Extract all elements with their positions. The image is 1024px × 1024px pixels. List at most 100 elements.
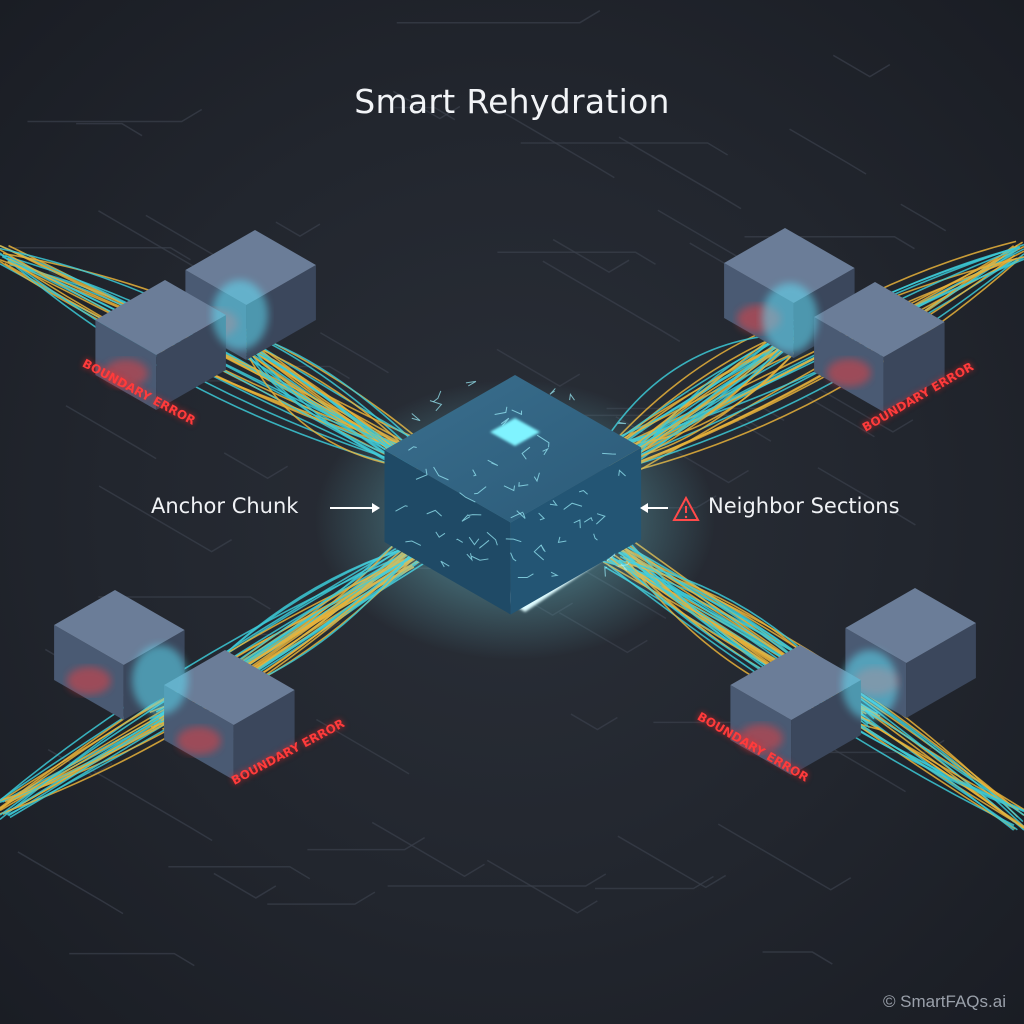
circuit-trace	[392, 90, 461, 120]
circuit-trace	[806, 396, 875, 438]
block-top-face	[164, 650, 295, 725]
crack-line	[426, 509, 442, 517]
crack-line	[494, 406, 508, 416]
circuit-trace	[762, 951, 833, 965]
block-left-face	[384, 450, 511, 615]
circuit-trace	[817, 467, 916, 526]
circuit-trace	[316, 718, 410, 775]
core-center-light	[490, 418, 540, 446]
crack-line	[602, 452, 616, 455]
circuit-trace	[486, 859, 598, 914]
circuit-trace	[319, 332, 389, 374]
circuit-trace	[595, 875, 714, 890]
neighbor-arrow	[640, 503, 668, 513]
crack-line	[521, 446, 531, 460]
red-glow	[738, 724, 783, 753]
crack-line	[435, 531, 446, 538]
neighbor-block	[95, 280, 226, 410]
block-top-face	[730, 645, 861, 720]
crack-line	[472, 469, 477, 477]
crack-line	[415, 468, 428, 480]
seam-glow	[132, 645, 188, 715]
crack-line	[405, 540, 422, 546]
circuit-trace	[69, 952, 195, 967]
crack-line	[510, 552, 517, 562]
crack-line	[467, 514, 482, 517]
crack-line	[411, 413, 421, 422]
crack-line	[478, 539, 490, 549]
crack-line	[573, 519, 581, 529]
circuit-trace	[387, 873, 607, 887]
circuit-trace	[307, 837, 426, 851]
anchor-cube	[315, 375, 715, 660]
crack-line	[617, 562, 630, 567]
crack-line	[557, 536, 567, 544]
circuit-trace	[618, 136, 742, 210]
crack-line	[550, 571, 559, 577]
crack-line	[395, 505, 408, 512]
block-top-face	[384, 375, 642, 523]
seam-glow	[842, 650, 898, 720]
block-top-face	[185, 230, 316, 305]
circuit-trace	[8, 247, 191, 261]
block-top-face	[814, 282, 945, 357]
circuit-trace	[617, 835, 727, 889]
circuit-trace	[502, 111, 615, 179]
red-glow	[66, 666, 111, 695]
neighbor-sections-label: Neighbor Sections	[708, 494, 900, 518]
crack-line	[440, 560, 450, 568]
crack-line	[408, 446, 417, 451]
page-title: Smart Rehydration	[354, 82, 670, 121]
crack-line	[500, 417, 510, 427]
crack-line	[606, 553, 616, 562]
block-right-face	[883, 322, 945, 412]
crack-line	[517, 573, 534, 579]
crack-line	[465, 380, 477, 387]
crack-line	[542, 447, 549, 456]
watermark: © SmartFAQs.ai	[882, 992, 1006, 1011]
circuit-trace	[371, 821, 485, 878]
seam-glow	[212, 280, 268, 350]
circuit-trace	[213, 872, 277, 899]
crack-line	[456, 538, 463, 543]
crack-line	[487, 459, 499, 466]
crack-line	[604, 566, 608, 577]
block-top-face	[845, 588, 976, 663]
crack-line	[583, 516, 593, 523]
block-right-face	[791, 680, 861, 775]
circuit-trace	[552, 238, 630, 274]
circuit-trace	[267, 891, 376, 905]
circuit-trace	[275, 221, 321, 238]
red-glow	[176, 726, 221, 755]
block-right-face	[906, 623, 976, 718]
crack-line	[433, 390, 442, 403]
circuit-trace	[820, 388, 914, 433]
crack-line	[510, 511, 524, 519]
block-right-face	[246, 265, 316, 360]
crack-line	[503, 485, 516, 492]
warning-triangle-icon	[672, 495, 700, 521]
circuit-trace	[520, 142, 729, 156]
circuit-trace	[542, 260, 681, 343]
circuit-trace	[789, 128, 867, 175]
anchor-chunk-label: Anchor Chunk	[151, 494, 299, 518]
crack-line	[579, 490, 588, 495]
circuit-trace	[717, 823, 852, 891]
neighbor-block	[814, 282, 945, 412]
circuit-trace	[396, 10, 601, 24]
block-top-face	[95, 280, 226, 355]
crack-line	[518, 482, 529, 487]
red-glow	[826, 358, 871, 387]
crack-line	[471, 555, 489, 561]
neighbor-block	[164, 650, 295, 780]
circuit-trace	[570, 713, 618, 731]
block-top-face	[724, 228, 855, 303]
crack-line	[549, 388, 556, 395]
crack-line	[569, 393, 575, 401]
crack-line	[618, 469, 626, 477]
crack-line	[511, 409, 523, 416]
neighbor-block	[730, 645, 861, 775]
circuit-trace	[91, 769, 213, 842]
